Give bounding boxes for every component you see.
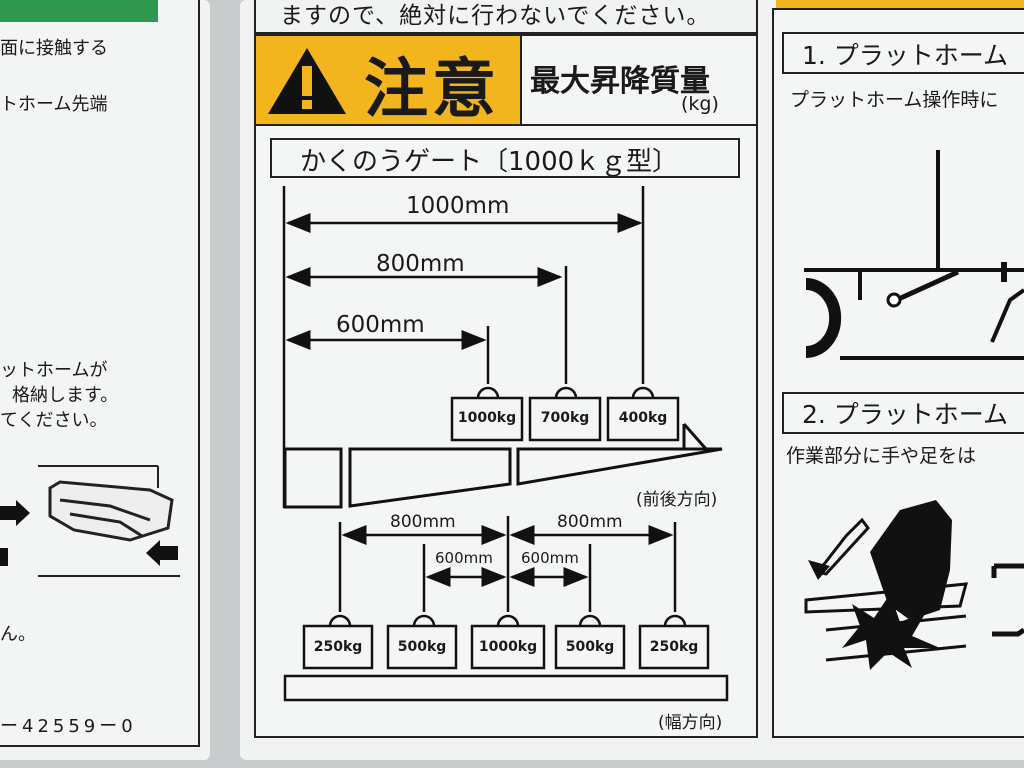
width-load-2: 500kg <box>397 639 447 655</box>
width-platform <box>283 674 729 702</box>
dim-label-600: 600mm <box>336 312 425 338</box>
left-inner-frame <box>0 0 200 747</box>
max-load-box <box>520 34 758 126</box>
width-load-4: 500kg <box>565 639 615 655</box>
width-load-3: 1000kg <box>478 639 538 655</box>
weight-1000kg <box>450 386 524 442</box>
width-load-5: 250kg <box>649 639 699 655</box>
load-label-700kg: 700kg <box>540 410 590 426</box>
width-weight-5 <box>638 624 710 670</box>
width-weight-1 <box>302 624 374 670</box>
left-text-line6: ん。 <box>0 624 36 645</box>
center-top-box <box>254 0 758 34</box>
load-label-400kg: 400kg <box>618 410 668 426</box>
gate-title-box <box>270 138 740 178</box>
width-weight-4-handle <box>578 614 602 627</box>
width-label-600-right: 600mm <box>521 549 579 567</box>
left-arrow-up <box>0 548 8 566</box>
curved-arrow-icon <box>808 560 830 580</box>
width-weight-1-handle <box>328 614 352 627</box>
left-text-line4: 格納します。 <box>12 385 119 406</box>
front-back-caption: (前後方向) <box>636 490 718 510</box>
load-label-1000kg: 1000kg <box>457 410 517 426</box>
max-load-unit: (kg) <box>681 93 719 115</box>
right-section1-title: 1. プラットホーム <box>802 41 1009 70</box>
dim-label-1000: 1000mm <box>406 193 510 219</box>
right-section2-title: 2. プラットホーム <box>802 400 1009 429</box>
right-section2-text: 作業部分に手や足をは <box>786 445 977 467</box>
right-inner-frame <box>772 8 1024 738</box>
left-text-line3: ットホームが <box>0 360 108 381</box>
center-top-text: ますので、絶対に行わないでください。 <box>280 3 711 29</box>
right-section2-title-box <box>782 392 1024 434</box>
gate-title: かくのうゲート〔1000ｋｇ型〕 <box>300 147 679 177</box>
gate-post <box>283 447 343 509</box>
width-weight-5-handle <box>663 614 687 627</box>
part-number: ー42559ー0 <box>0 716 137 737</box>
left-text-line5: てください。 <box>0 410 108 431</box>
width-label-600-left: 600mm <box>435 549 493 567</box>
left-arrow-left <box>146 540 178 566</box>
weight-700kg <box>528 386 602 442</box>
width-weight-3 <box>470 624 546 670</box>
width-load-1: 250kg <box>313 639 363 655</box>
width-label-800-right: 800mm <box>557 512 623 532</box>
right-section1-text: プラットホーム操作時に <box>790 89 999 111</box>
left-text-line1: 面に接触する <box>0 38 108 59</box>
caution-word: 注意 <box>364 53 500 127</box>
impact-burst-icon <box>842 594 940 670</box>
gate-platform-2 <box>516 447 723 486</box>
width-weight-2-handle <box>412 614 436 627</box>
width-caption: (幅方向) <box>658 713 723 733</box>
max-load-title: 最大昇降質量 <box>530 64 710 99</box>
width-weight-3-handle <box>496 614 520 627</box>
width-weight-4 <box>554 624 626 670</box>
left-arrow-right <box>0 500 30 526</box>
dim-label-800: 800mm <box>376 251 465 277</box>
weight-400kg <box>606 386 680 442</box>
width-weight-2 <box>386 624 458 670</box>
gate-platform-1 <box>348 447 512 508</box>
width-label-800-left: 800mm <box>390 512 456 532</box>
right-section1-title-box <box>782 32 1024 74</box>
left-text-line2: トホーム先端 <box>0 94 108 115</box>
left-green-band-2 <box>0 0 158 22</box>
